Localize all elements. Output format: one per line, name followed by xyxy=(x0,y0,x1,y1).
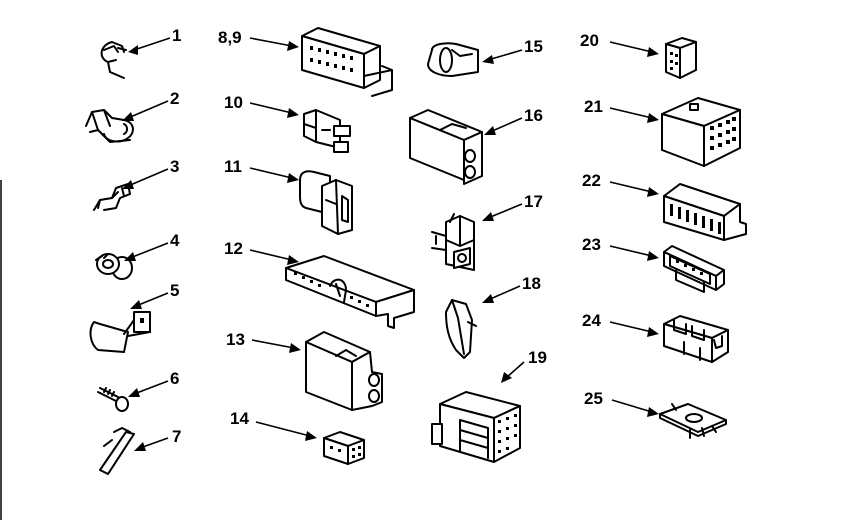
callout-25: 25 xyxy=(584,389,603,408)
leader-18 xyxy=(487,285,521,301)
callout-5: 5 xyxy=(170,281,179,300)
callout-22: 22 xyxy=(582,171,601,190)
callout-7: 7 xyxy=(172,427,181,446)
part-13-housing xyxy=(305,331,383,411)
callout-8-9: 8,9 xyxy=(218,28,242,47)
part-21-large-cube xyxy=(661,97,741,167)
leader-20 xyxy=(609,41,653,53)
callout-12: 12 xyxy=(224,239,243,258)
leader-23 xyxy=(609,245,653,257)
part-18-bracket-clip xyxy=(445,299,477,359)
part-23-flat-connector xyxy=(663,245,725,293)
part-1-clip xyxy=(100,41,127,79)
leader-15 xyxy=(487,49,523,61)
callout-23: 23 xyxy=(582,235,601,254)
callout-18: 18 xyxy=(522,274,541,293)
leader-2 xyxy=(127,100,169,119)
part-24-slotted-housing xyxy=(663,315,729,363)
part-22-block-connector xyxy=(663,183,747,241)
callout-10: 10 xyxy=(224,93,243,112)
leader-22 xyxy=(609,181,653,193)
callout-13: 13 xyxy=(226,330,245,349)
part-8-9-connector xyxy=(301,27,393,97)
callout-15: 15 xyxy=(524,37,543,56)
part-14-small-plug xyxy=(323,431,365,465)
part-5-cable-clamp xyxy=(89,311,151,353)
part-15-sleeve xyxy=(427,42,479,77)
leader-21 xyxy=(609,107,653,119)
leader-24 xyxy=(609,321,653,333)
part-25-plate xyxy=(659,403,727,439)
callout-6: 6 xyxy=(170,369,179,388)
callout-20: 20 xyxy=(580,31,599,50)
callout-1: 1 xyxy=(172,26,181,45)
leader-11 xyxy=(249,167,293,179)
leader-1 xyxy=(133,37,171,51)
callout-19: 19 xyxy=(528,348,547,367)
callout-16: 16 xyxy=(524,106,543,125)
leader-3 xyxy=(127,168,169,187)
leader-12 xyxy=(249,249,293,261)
leader-4 xyxy=(129,242,169,259)
part-10-connector xyxy=(303,109,351,153)
leader-6 xyxy=(133,380,169,395)
callout-24: 24 xyxy=(582,311,601,330)
leader-14 xyxy=(255,421,311,437)
part-16-connector xyxy=(409,109,483,185)
part-12-bar-connector xyxy=(285,255,415,329)
part-19-large-connector xyxy=(431,391,521,463)
leader-19 xyxy=(505,361,525,379)
callout-3: 3 xyxy=(170,157,179,176)
callout-4: 4 xyxy=(170,231,180,250)
part-20-cube-plug xyxy=(665,37,697,79)
leader-16 xyxy=(489,117,523,133)
leader-13 xyxy=(251,339,295,349)
callout-2: 2 xyxy=(170,89,179,108)
leader-7 xyxy=(139,437,169,449)
part-17-terminal-block xyxy=(431,213,475,271)
leader-25 xyxy=(611,399,653,413)
part-6-screw xyxy=(97,387,129,412)
callout-21: 21 xyxy=(584,97,603,116)
part-2-clamp xyxy=(85,109,134,143)
part-11-connector xyxy=(299,170,353,235)
callout-17: 17 xyxy=(524,192,543,211)
leader-17 xyxy=(487,203,523,219)
callout-14: 14 xyxy=(230,409,249,428)
leader-10 xyxy=(249,102,293,114)
part-7-strip xyxy=(99,427,135,475)
part-4-grommet xyxy=(95,253,133,280)
leader-8-9 xyxy=(249,37,293,47)
leader-5 xyxy=(135,292,169,307)
callout-11: 11 xyxy=(224,157,242,176)
